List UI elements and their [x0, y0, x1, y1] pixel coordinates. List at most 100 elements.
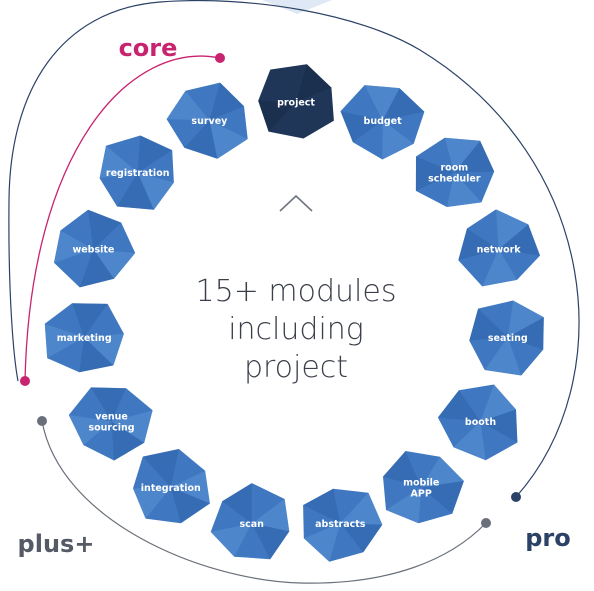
- module-facet: [507, 300, 544, 338]
- module-facet: [480, 384, 516, 422]
- module-facet: [454, 140, 495, 173]
- module-registration[interactable]: registration: [99, 135, 174, 210]
- module-facet: [251, 499, 290, 532]
- module-label: mobile: [403, 477, 439, 488]
- module-facet: [209, 120, 248, 159]
- module-facet: [496, 209, 529, 250]
- module-facet: [296, 102, 334, 139]
- module-facet: [482, 249, 517, 287]
- core-end-dot: [20, 376, 30, 386]
- module-facet: [415, 156, 455, 191]
- module-label: budget: [364, 116, 403, 127]
- module-facet: [484, 337, 522, 376]
- module-facet: [437, 390, 481, 422]
- module-facet: [111, 421, 145, 461]
- module-facet: [209, 82, 244, 121]
- core-label: core: [119, 34, 178, 62]
- module-facet: [507, 317, 544, 350]
- module-facet: [91, 387, 127, 422]
- module-seating[interactable]: seating: [469, 300, 544, 376]
- module-label: scheduler: [428, 174, 481, 185]
- module-label: survey: [191, 116, 228, 127]
- top-decoration: [262, 0, 332, 14]
- module-facet: [340, 523, 383, 553]
- module-facet: [88, 209, 122, 250]
- module-facet: [222, 483, 252, 524]
- module-facet: [444, 137, 481, 173]
- module-label: website: [72, 245, 114, 256]
- module-facet: [469, 308, 508, 341]
- module-label: network: [477, 245, 522, 256]
- module-label: registration: [106, 168, 170, 179]
- pro-label: pro: [525, 524, 571, 552]
- pro-dot: [511, 492, 521, 502]
- core-dot: [215, 53, 225, 63]
- module-facet: [133, 487, 171, 519]
- module-facet: [453, 421, 486, 461]
- module-label: sourcing: [88, 423, 134, 434]
- center-line-2: including: [228, 312, 364, 347]
- module-facet: [54, 230, 94, 263]
- module-booth[interactable]: booth: [437, 384, 518, 461]
- module-facet: [340, 492, 383, 525]
- module-facet: [170, 470, 210, 504]
- module-project[interactable]: project: [258, 64, 334, 139]
- plus-end-dot: [481, 518, 491, 528]
- module-facet: [210, 523, 252, 557]
- module-integration[interactable]: integration: [133, 449, 210, 524]
- module-label: room: [440, 163, 468, 174]
- module-facet: [480, 409, 518, 443]
- module-facet: [111, 410, 153, 443]
- module-budget[interactable]: budget: [340, 85, 425, 160]
- plus-label: plus+: [18, 530, 95, 558]
- core-arc: [24, 55, 221, 382]
- center-line-1: 15+ modules: [196, 274, 397, 309]
- module-facet: [170, 487, 210, 524]
- module-facet: [296, 64, 332, 102]
- module-label: venue: [95, 412, 128, 423]
- module-scan[interactable]: scan: [210, 483, 290, 560]
- module-facet: [99, 145, 138, 179]
- module-label: integration: [141, 483, 201, 494]
- chevron-up-icon[interactable]: [279, 194, 313, 212]
- module-facet: [44, 323, 85, 359]
- module-facet: [142, 449, 179, 488]
- module-facet: [498, 224, 540, 256]
- plus-arc: [41, 420, 487, 584]
- module-facet: [137, 172, 174, 210]
- module-facet: [79, 249, 114, 288]
- module-marketing[interactable]: marketing: [44, 303, 124, 373]
- module-facet: [303, 523, 341, 562]
- module-facet: [303, 488, 341, 524]
- module-facet: [72, 303, 108, 338]
- module-label: APP: [411, 488, 432, 499]
- module-facet: [79, 337, 114, 373]
- pro-arc: [8, 0, 580, 498]
- module-facet: [117, 172, 154, 210]
- module-label: abstracts: [315, 519, 366, 530]
- center-line-3: project: [244, 350, 348, 385]
- module-label: project: [277, 98, 315, 109]
- module-facet: [137, 135, 173, 173]
- module-facet: [84, 333, 124, 366]
- module-facet: [382, 88, 425, 121]
- module-abstracts[interactable]: abstracts: [303, 488, 383, 562]
- module-facet: [340, 111, 383, 143]
- plus-dot: [37, 416, 47, 426]
- module-facet: [386, 487, 422, 524]
- module-facet: [166, 90, 210, 121]
- module-label: scan: [239, 519, 264, 530]
- module-label: booth: [465, 417, 496, 428]
- module-label: marketing: [57, 333, 112, 344]
- module-website[interactable]: website: [54, 209, 136, 288]
- module-network[interactable]: network: [458, 209, 540, 287]
- module-survey[interactable]: survey: [166, 82, 248, 159]
- module-facet: [382, 120, 414, 160]
- module-facet: [458, 228, 499, 261]
